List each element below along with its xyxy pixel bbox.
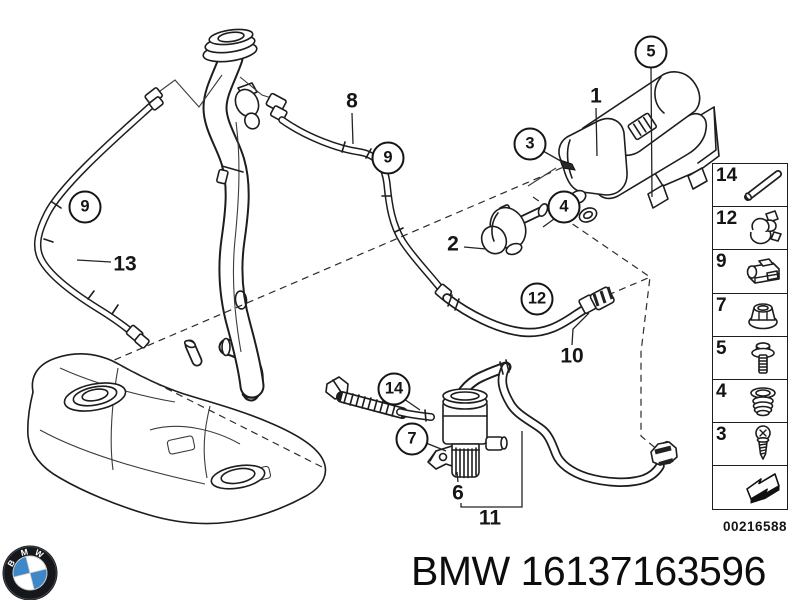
- holder-bracket-icon: [739, 251, 787, 291]
- bmw-roundel-icon: B M W: [2, 544, 58, 600]
- legend-item-12: 12: [713, 207, 787, 251]
- legend-item-label: 9: [716, 251, 727, 273]
- callout-4-circled: 4: [547, 190, 581, 224]
- tube-section-icon: [739, 165, 787, 205]
- direction-arrow-icon: [739, 467, 787, 507]
- callout-6: 6: [452, 481, 464, 505]
- vent-line-13-drawing: [33, 87, 164, 349]
- legend-item-9: 9: [713, 250, 787, 294]
- legend-item-arrow: [713, 466, 787, 508]
- hose-clamp-icon: [739, 208, 787, 248]
- callout-7-circled: 7: [395, 422, 429, 456]
- legend-item-4: 4: [713, 380, 787, 424]
- leak-diagnosis-pump-drawing: [427, 361, 512, 479]
- callout-2: 2: [447, 232, 459, 256]
- legend-item-label: 12: [716, 208, 738, 230]
- part-number-title: BMW 16137163596: [411, 548, 766, 594]
- legend-item-7: 7: [713, 294, 787, 337]
- callout-11: 11: [478, 506, 502, 530]
- vent-hose-11-drawing: [497, 359, 678, 487]
- callout-3-circled: 3: [513, 127, 547, 161]
- filler-pipe-drawing: [151, 28, 282, 399]
- legend-item-5: 5: [713, 337, 787, 380]
- legend-item-label: 4: [716, 380, 727, 402]
- fuel-tank-drawing: [27, 337, 327, 525]
- fastener-legend-table: 14 12 9 7 5 4 3: [712, 163, 788, 510]
- vent-hose-10-drawing: [442, 286, 615, 338]
- flange-bolt-icon: [739, 338, 787, 378]
- callout-leader-lines: [76, 67, 653, 508]
- flange-nut-icon: [739, 295, 787, 335]
- legend-item-label: 3: [716, 424, 727, 446]
- legend-item-14: 14: [713, 164, 787, 208]
- svg-text:M: M: [20, 547, 29, 558]
- fuel-line-8-drawing: [265, 92, 453, 302]
- carbon-canister-drawing: [527, 71, 720, 223]
- dashed-reference-lines: [111, 162, 660, 469]
- corrugated-hose-drawing: [325, 376, 435, 422]
- purge-valve-drawing: [480, 203, 549, 256]
- self-tapping-screw-icon: [739, 424, 787, 464]
- callout-9-circled: 9: [68, 190, 102, 224]
- sealing-plug-icon: [739, 381, 787, 421]
- callout-9-circled: 9: [371, 141, 405, 175]
- callout-10: 10: [560, 344, 584, 368]
- callout-5-circled: 5: [634, 35, 668, 69]
- callout-14-circled: 14: [377, 372, 411, 406]
- callout-1: 1: [590, 84, 602, 108]
- legend-item-label: 7: [716, 294, 727, 316]
- diagram-code: 00216588: [722, 519, 788, 534]
- legend-item-3: 3: [713, 423, 787, 467]
- svg-text:B: B: [5, 558, 17, 568]
- callout-8: 8: [346, 89, 358, 113]
- legend-item-label: 5: [716, 337, 727, 359]
- callout-13: 13: [113, 252, 137, 276]
- callout-12-circled: 12: [520, 282, 554, 316]
- legend-item-label: 14: [716, 165, 738, 186]
